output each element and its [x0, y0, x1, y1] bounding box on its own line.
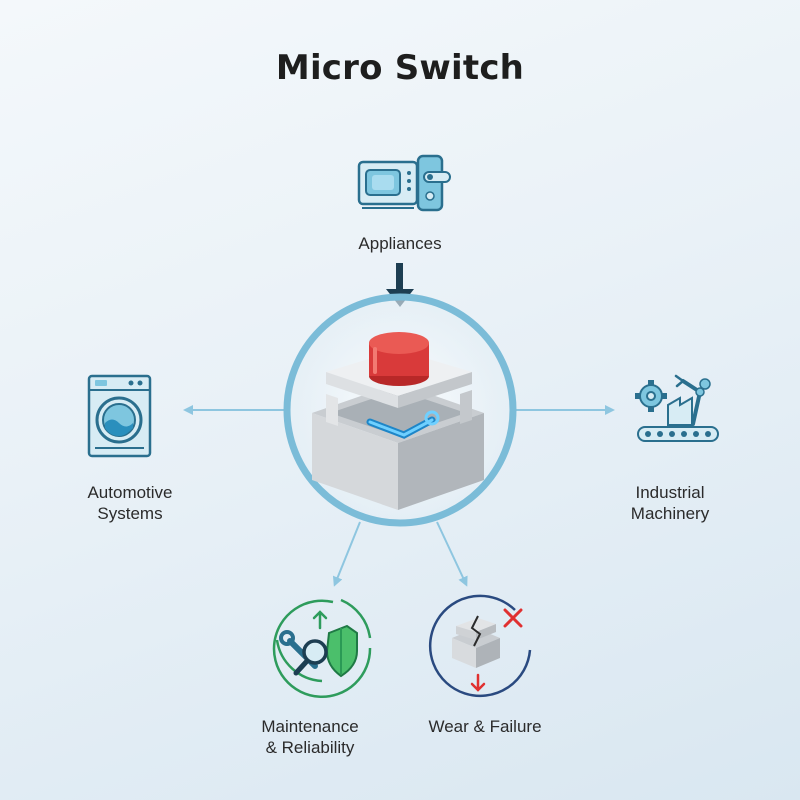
automotive-label: Automotive Systems [40, 482, 220, 524]
diagram-title: Micro Switch [275, 48, 525, 88]
industrial-label-line2: Machinery [630, 504, 710, 523]
broken-block-icon [428, 594, 532, 698]
wrench-magnifier-shield-icon [272, 598, 372, 698]
automotive-label-line1: Automotive [87, 483, 173, 502]
industrial-label-line1: Industrial [635, 483, 705, 502]
microwave-icon [357, 154, 451, 212]
maintenance-label: Maintenance & Reliability [220, 716, 400, 758]
connector-arrows [183, 263, 615, 587]
maintenance-label-line2: & Reliability [265, 738, 355, 757]
micro-switch-icon [312, 332, 484, 510]
arrow-to-wear [436, 521, 468, 587]
appliances-label: Appliances [358, 234, 442, 253]
washing-machine-icon [87, 374, 152, 458]
maintenance-label-line1: Maintenance [261, 717, 359, 736]
arrow-to-maintenance [332, 521, 361, 587]
wear-label: Wear & Failure [428, 717, 542, 736]
automotive-label-line2: Systems [97, 504, 163, 523]
factory-robot-arm-icon [635, 374, 719, 442]
industrial-label: Industrial Machinery [580, 482, 760, 524]
